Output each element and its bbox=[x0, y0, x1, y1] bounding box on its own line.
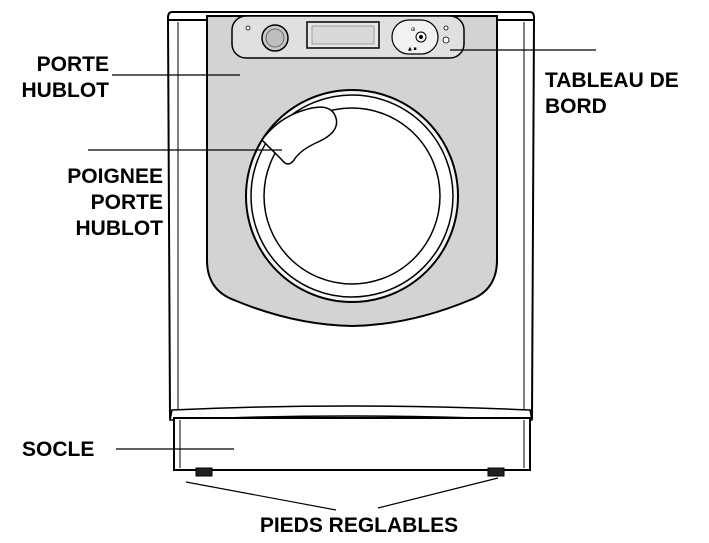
power-button bbox=[442, 36, 450, 44]
leader-pied-droit bbox=[377, 477, 499, 509]
center-button-dot bbox=[419, 35, 423, 39]
label-pieds-reglables-text: PIEDS REGLABLES bbox=[259, 514, 459, 537]
right-foot bbox=[487, 467, 505, 477]
label-tableau-de-bord-line1: TABLEAU DE bbox=[545, 69, 679, 92]
label-porte-hublot: PORTE HUBLOT bbox=[22, 52, 110, 104]
button-glyph-top: ⊞ bbox=[411, 27, 415, 33]
label-socle-text: SOCLE bbox=[22, 438, 95, 461]
label-tableau-de-bord: TABLEAU DE BORD bbox=[545, 68, 679, 120]
machine-plinth bbox=[169, 405, 533, 471]
button-glyph-bottom: ▲ ▪ bbox=[408, 46, 417, 52]
button-cluster bbox=[391, 19, 439, 55]
indicator-light-right bbox=[443, 25, 449, 31]
label-porte-hublot-line2: HUBLOT bbox=[21, 79, 110, 102]
control-panel: ⊞ ▲ ▪ bbox=[231, 15, 465, 59]
door-glass bbox=[263, 107, 441, 285]
label-tableau-de-bord-line2: BORD bbox=[545, 95, 607, 118]
label-poignee-line3: HUBLOT bbox=[75, 217, 164, 240]
plinth-body bbox=[173, 417, 531, 471]
label-poignee-line1: POIGNEE bbox=[67, 165, 163, 188]
left-foot bbox=[195, 467, 213, 477]
label-poignee-porte-hublot: POIGNEE PORTE HUBLOT bbox=[67, 164, 163, 242]
label-pieds-reglables: PIEDS REGLABLES bbox=[214, 513, 504, 539]
plinth-top-trim bbox=[169, 405, 533, 421]
display-screen-inner bbox=[311, 25, 375, 45]
leader-lines bbox=[88, 49, 596, 511]
leader-pied-gauche bbox=[185, 481, 337, 511]
label-socle: SOCLE bbox=[22, 437, 94, 463]
porthole-door bbox=[245, 89, 459, 303]
label-porte-hublot-line1: PORTE bbox=[36, 53, 109, 76]
program-knob-inner bbox=[265, 28, 285, 48]
label-poignee-line2: PORTE bbox=[90, 191, 163, 214]
indicator-light-left bbox=[245, 25, 251, 31]
